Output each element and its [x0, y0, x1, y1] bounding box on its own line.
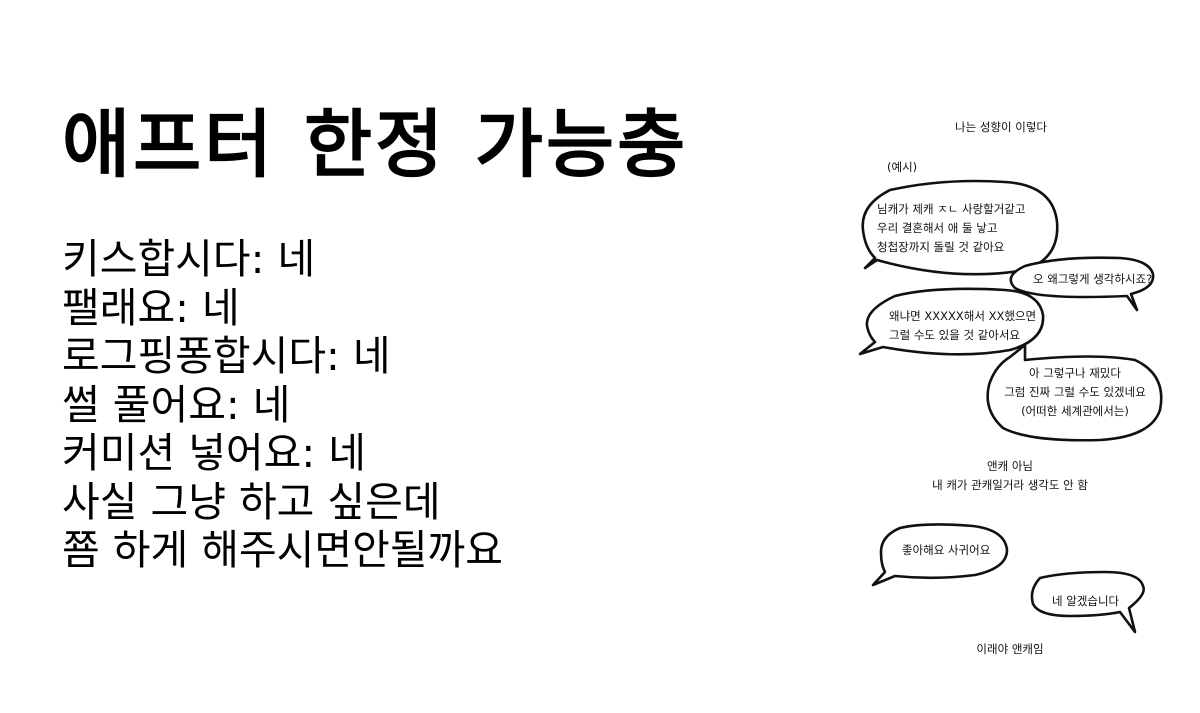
speech-bubble-4	[986, 343, 1163, 442]
bubble-1-text: 님캐가 제캐 ㅈㄴ 사랑할거같고 우리 결혼해서 애 둘 낳고 청첩장까지 돌릴…	[877, 202, 1026, 254]
statement-line: 키스합시다: 네	[62, 235, 316, 283]
comic-header: 나는 성향이 이렇다	[955, 120, 1047, 134]
comic-footer: 이래야 앤캐임	[976, 642, 1044, 656]
comic-panel: 나는 성향이 이렇다 (예시) 님캐가 제캐 ㅈㄴ 사랑할거같고 우리 결혼해서…	[855, 110, 1200, 670]
speech-bubble-3	[858, 287, 1045, 356]
bubble-6-text: 네 알겠습니다	[1052, 594, 1120, 608]
bubble-5-text: 좋아해요 사귀어요	[902, 543, 991, 557]
statement-line: 팰래요: 네	[62, 283, 240, 332]
speech-bubble-5	[871, 523, 1009, 587]
statement-line: 커미션 넣어요: 네	[62, 429, 366, 477]
speech-bubbles-drawing	[858, 179, 1163, 634]
bubble-3-text: 왜냐면 XXXXX해서 XX했으면 그럴 수도 있을 것 같아서요	[889, 309, 1037, 342]
statement-list: 키스합시다: 네 팰래요: 네 로그핑퐁합시다: 네 썰 풀어요: 네 커미션 …	[62, 235, 503, 575]
statement-line: 쬼 하게 해주시면안될까요	[62, 526, 503, 574]
statement-line: 로그핑퐁합시다: 네	[62, 332, 391, 380]
speech-bubble-2	[1009, 256, 1155, 312]
slide-title: 애프터 한정 가능충	[62, 102, 689, 188]
bubble-4-text: 아 그렇구나 재밌다 그럼 진짜 그럴 수도 있겠네요 (어떠한 세계관에서는)	[1004, 366, 1146, 418]
example-label: (예시)	[887, 160, 918, 174]
caption: 앤캐 아님 내 캐가 관캐일거라 생각도 안 함	[932, 459, 1088, 492]
statement-line: 사실 그냥 하고 싶은데	[62, 477, 441, 526]
statement-line: 썰 풀어요: 네	[62, 380, 291, 429]
speech-bubble-6	[1030, 570, 1145, 634]
speech-bubble-1	[861, 179, 1059, 276]
bubble-2-text: 오 왜그렇게 생각하시죠?	[1033, 272, 1153, 286]
